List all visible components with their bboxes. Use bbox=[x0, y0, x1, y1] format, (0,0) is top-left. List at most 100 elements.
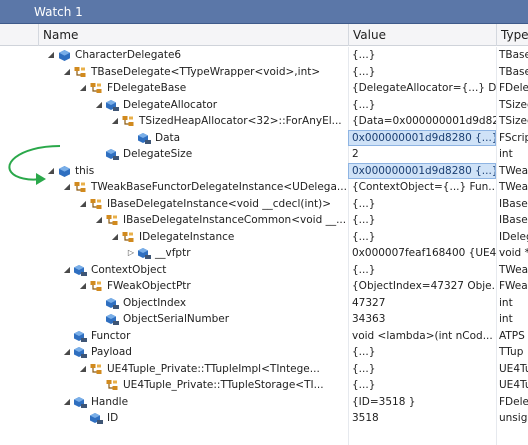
watch-row-value[interactable]: 2 bbox=[352, 148, 359, 160]
collapse-arrow-icon[interactable]: ◢ bbox=[79, 83, 87, 92]
watch-row[interactable]: ID 3518 unsig bbox=[0, 410, 528, 427]
field-icon bbox=[74, 330, 87, 343]
watch-row-value[interactable]: {...} bbox=[352, 197, 376, 210]
watch-row-name: TBaseDelegate<TTypeWrapper<void>,int> bbox=[91, 65, 321, 78]
watch-row[interactable]: ◢TWeakBaseFunctorDelegateInstance<UDeleg… bbox=[0, 179, 528, 196]
watch-row-value[interactable]: {...} bbox=[352, 263, 376, 276]
header-lead-cell bbox=[0, 24, 38, 46]
watch-row-value[interactable]: 47327 bbox=[352, 296, 386, 309]
watch-row[interactable]: ◢Handle{ID=3518 }FDele bbox=[0, 394, 528, 411]
watch-row-name: __vfptr bbox=[155, 247, 191, 259]
watch-row-value[interactable]: 34363 bbox=[352, 313, 386, 325]
collapse-arrow-icon[interactable]: ◢ bbox=[79, 198, 87, 208]
watch-row[interactable]: ◢TSizedHeapAllocator<32>::ForAnyEl...{Da… bbox=[0, 113, 528, 130]
watch-row[interactable]: ◢DelegateAllocator{...}TSized bbox=[0, 97, 528, 114]
column-header-name[interactable]: Name bbox=[38, 24, 348, 46]
watch-row-value[interactable]: 0x000000001d9d8280 {...} bbox=[348, 129, 496, 146]
watch-row-name: CharacterDelegate6 bbox=[75, 49, 182, 61]
watch-row-value[interactable]: {...} bbox=[352, 379, 376, 391]
window-title-bar: Watch 1 bbox=[0, 0, 528, 24]
watch-row-value[interactable]: {ContextObject={...} Fun... bbox=[352, 181, 496, 193]
watch-row-name: ID bbox=[107, 412, 119, 424]
column-divider-value bbox=[348, 47, 349, 445]
watch-row[interactable]: DelegateSize 2 int bbox=[0, 146, 528, 163]
watch-row-type: unsig bbox=[499, 412, 528, 424]
watch-row-value[interactable]: {...} bbox=[352, 65, 376, 78]
watch-row-name-cell: ◢ TBaseDelegate<TTypeWrapper<void>,int> bbox=[38, 64, 348, 81]
base-class-icon bbox=[122, 115, 135, 128]
collapse-arrow-icon[interactable]: ◢ bbox=[47, 165, 55, 175]
collapse-arrow-icon[interactable]: ◢ bbox=[111, 116, 119, 125]
field-icon bbox=[74, 346, 87, 359]
watch-row-name: DelegateAllocator bbox=[123, 98, 218, 111]
watch-row[interactable]: ◢FWeakObjectPtr{ObjectIndex=47327 Obje..… bbox=[0, 278, 528, 295]
watch-row-type: int bbox=[499, 148, 513, 160]
watch-row-value[interactable]: {...} bbox=[352, 346, 376, 358]
watch-row[interactable]: ◢IBaseDelegateInstance<void __cdecl(int)… bbox=[0, 196, 528, 213]
collapse-arrow-icon[interactable]: ◢ bbox=[63, 182, 71, 191]
field-icon bbox=[74, 396, 87, 409]
collapse-arrow-icon[interactable]: ◢ bbox=[63, 66, 71, 76]
watch-row[interactable]: ◢IBaseDelegateInstanceCommon<void __...{… bbox=[0, 212, 528, 229]
watch-row-value[interactable]: void <lambda>(int nCod... bbox=[352, 329, 493, 342]
expander-placeholder bbox=[62, 328, 72, 344]
watch-tree-grid: ◢ CharacterDelegate6 {...} TBase ◢ TBaseDeleg… bbox=[0, 47, 528, 445]
watch-row-value[interactable]: 0x000007feaf168400 {UE4... bbox=[352, 247, 496, 259]
field-icon bbox=[106, 297, 119, 310]
column-header-row: Name Value Type bbox=[0, 24, 528, 46]
watch-row[interactable]: ◢ CharacterDelegate6 {...} TBase bbox=[0, 47, 528, 64]
watch-row-value[interactable]: 0x000000001d9d8280 {...} bbox=[348, 162, 496, 179]
watch-row-type: TWea bbox=[499, 181, 528, 193]
variable-icon bbox=[58, 165, 71, 178]
watch-row-value[interactable]: 3518 bbox=[352, 412, 379, 424]
watch-row-name: this bbox=[75, 164, 95, 177]
column-header-type[interactable]: Type bbox=[496, 24, 528, 46]
collapse-arrow-icon[interactable]: ◢ bbox=[111, 231, 119, 241]
watch-row[interactable]: ◢Payload{...}TTup bbox=[0, 344, 528, 361]
window-title: Watch 1 bbox=[34, 4, 83, 19]
field-icon bbox=[138, 247, 151, 260]
collapse-arrow-icon[interactable]: ◢ bbox=[95, 215, 103, 224]
collapse-arrow-icon[interactable]: ◢ bbox=[47, 50, 55, 59]
watch-row[interactable]: ◢IDelegateInstance {...} IDeleg bbox=[0, 229, 528, 246]
watch-row[interactable]: ◢ContextObject{...}TWea bbox=[0, 262, 528, 279]
watch-row-value[interactable]: {Data=0x000000001d9d82... bbox=[352, 115, 496, 127]
watch-row[interactable]: ◢UE4Tuple_Private::TTupleImpl<TIntege...… bbox=[0, 361, 528, 378]
watch-row[interactable]: UE4Tuple_Private::TTupleStorage<TI...{..… bbox=[0, 377, 528, 394]
watch-row-value[interactable]: {...} bbox=[352, 214, 376, 226]
watch-row-value[interactable]: {...} bbox=[352, 49, 376, 61]
base-class-icon bbox=[74, 181, 87, 194]
base-class-icon bbox=[106, 214, 119, 227]
watch-row-value[interactable]: {...} bbox=[352, 230, 376, 243]
watch-row-value[interactable]: {...} bbox=[352, 98, 376, 111]
collapse-arrow-icon[interactable]: ◢ bbox=[79, 281, 87, 290]
watch-row-name-cell: ◢TWeakBaseFunctorDelegateInstance<UDeleg… bbox=[38, 179, 348, 196]
watch-row-name: DelegateSize bbox=[123, 148, 193, 160]
collapse-arrow-icon[interactable]: ◢ bbox=[63, 347, 71, 356]
watch-row-type: IDeleg bbox=[499, 230, 528, 243]
expand-arrow-icon[interactable]: ▷ bbox=[127, 248, 135, 257]
watch-row-type: ATPS bbox=[499, 329, 525, 342]
watch-row-value[interactable]: {...} bbox=[352, 362, 376, 375]
watch-row-name-cell: ◢IDelegateInstance bbox=[38, 229, 348, 246]
watch-row[interactable]: ◢ TBaseDelegate<TTypeWrapper<void>,int> {.… bbox=[0, 64, 528, 81]
column-header-value[interactable]: Value bbox=[348, 24, 496, 46]
collapse-arrow-icon[interactable]: ◢ bbox=[63, 396, 71, 406]
collapse-arrow-icon[interactable]: ◢ bbox=[79, 363, 87, 373]
collapse-arrow-icon[interactable]: ◢ bbox=[63, 264, 71, 274]
collapse-arrow-icon[interactable]: ◢ bbox=[95, 99, 103, 109]
watch-row-type: TWea bbox=[499, 263, 528, 276]
field-icon bbox=[74, 264, 87, 277]
watch-row-type: TBase bbox=[499, 49, 528, 61]
watch-row-value[interactable]: {ID=3518 } bbox=[352, 395, 416, 408]
watch-row-value[interactable]: {ObjectIndex=47327 Obje... bbox=[352, 280, 496, 292]
watch-row-name-cell: ObjectSerialNumber bbox=[38, 311, 348, 328]
watch-row-value[interactable]: {DelegateAllocator={...} Deleg bbox=[352, 82, 496, 94]
watch-row[interactable]: ◢FDelegateBase{DelegateAllocator={...} D… bbox=[0, 80, 528, 97]
